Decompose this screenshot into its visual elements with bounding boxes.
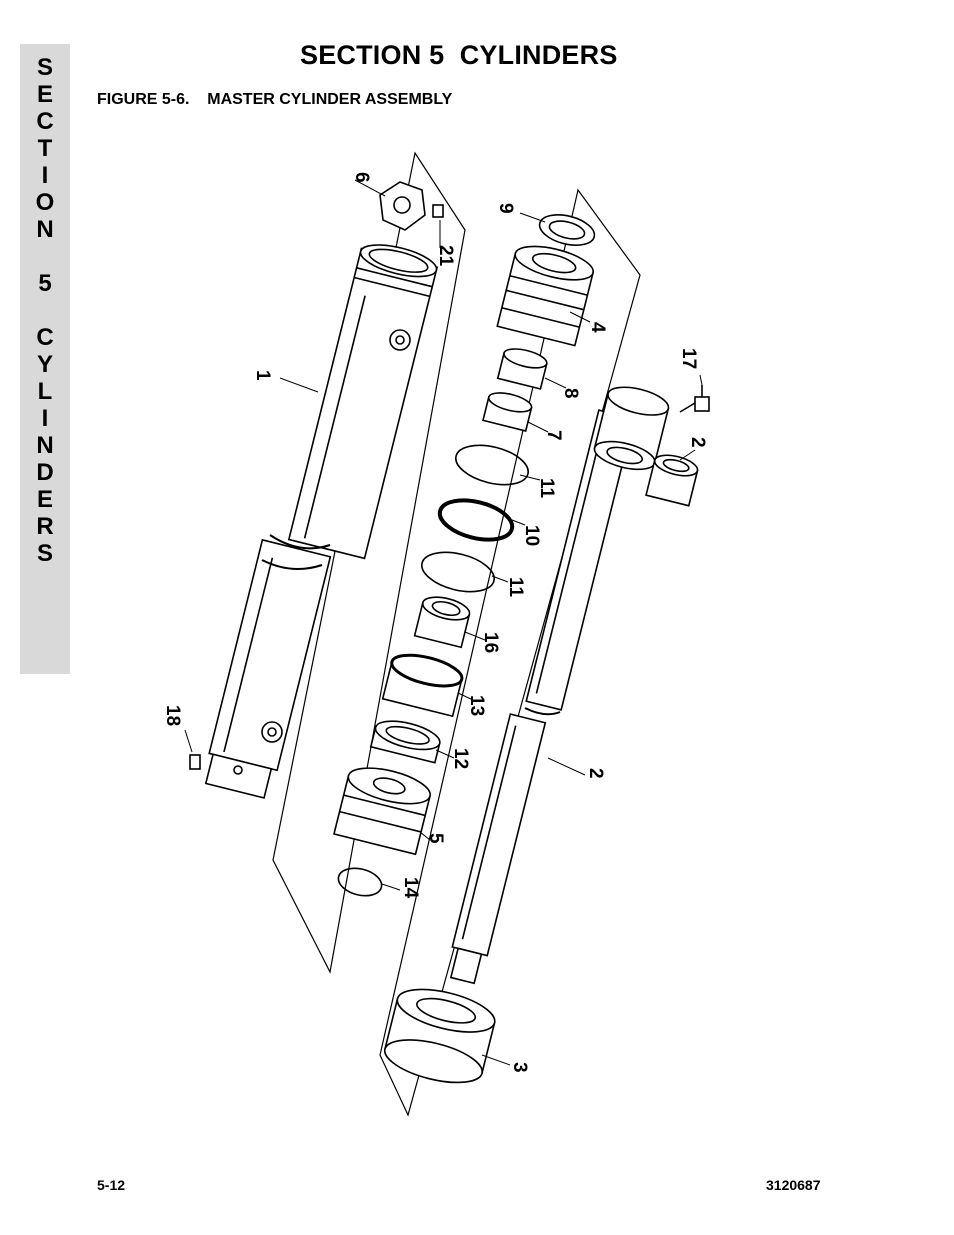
fitting-21	[432, 204, 444, 218]
callout-11-lower: 11	[505, 577, 526, 598]
callout-12: 12	[450, 748, 471, 769]
bushing-2	[645, 454, 699, 507]
grease-fitting-17	[679, 385, 710, 413]
side-tab-letter: E	[36, 486, 53, 513]
side-tab-letter: R	[36, 513, 54, 540]
piston-ring-13	[381, 653, 464, 718]
side-tab-letter: L	[37, 378, 53, 405]
bushing-16	[413, 596, 471, 649]
callout-11-upper: 11	[536, 478, 557, 499]
side-tab-letter: O	[35, 189, 55, 216]
side-tab-letter: N	[36, 432, 54, 459]
side-tab-letter: E	[36, 81, 53, 108]
side-tab-letter: C	[36, 324, 54, 351]
rod-plane	[379, 188, 641, 1117]
side-tab-letter: I	[41, 405, 49, 432]
callout-5: 5	[425, 833, 446, 844]
ring-12	[369, 720, 441, 764]
ring-11-upper	[455, 444, 529, 486]
piston-5	[333, 767, 431, 856]
callout-6: 6	[351, 172, 372, 183]
ring-10	[437, 498, 515, 542]
callout-18: 18	[162, 705, 183, 726]
seal-8	[496, 348, 548, 390]
section-side-tab: S E C T I O N 5 C Y L I N D E R S	[20, 44, 70, 674]
figure-title: FIGURE 5-6. MASTER CYLINDER ASSEMBLY	[97, 91, 453, 108]
callout-16: 16	[480, 632, 501, 653]
section-title: SECTION 5 CYLINDERS	[300, 40, 618, 70]
rod-lower	[449, 713, 547, 985]
side-tab-letter: I	[41, 162, 49, 189]
nut-6	[379, 181, 426, 231]
callout-13: 13	[466, 695, 487, 716]
side-tab-letter: D	[36, 459, 54, 486]
rod-eye	[593, 386, 670, 471]
callout-2-bushing: 2	[687, 437, 708, 448]
side-tab-letter: N	[36, 216, 54, 243]
barrel-plane	[272, 151, 466, 974]
barrel-lower	[204, 538, 332, 799]
page-number: 5-12	[97, 1177, 126, 1193]
callout-9: 9	[495, 203, 516, 214]
ring-11-lower	[421, 551, 495, 593]
callout-1: 1	[252, 370, 273, 381]
side-tab-letter: T	[37, 135, 53, 162]
callout-4: 4	[587, 322, 608, 333]
document-number: 3120687	[766, 1177, 821, 1193]
gland-nut-3	[383, 988, 496, 1084]
ring-14	[337, 867, 383, 897]
callout-14: 14	[400, 877, 421, 899]
callout-17: 17	[678, 348, 699, 369]
callout-2-rod: 2	[585, 768, 606, 779]
callout-8: 8	[560, 388, 581, 399]
barrel-upper	[287, 244, 439, 560]
side-tab-letter: S	[36, 54, 53, 81]
ring-9	[538, 214, 596, 246]
callout-7: 7	[543, 430, 564, 441]
head-4	[496, 245, 594, 347]
fitting-18	[189, 754, 201, 770]
side-tab-letter: 5	[38, 270, 52, 297]
callout-21: 21	[435, 245, 456, 267]
callout-10: 10	[521, 525, 542, 546]
side-tab-letter: Y	[36, 351, 53, 378]
callout-3: 3	[509, 1062, 530, 1073]
side-tab-letter: S	[36, 540, 53, 567]
side-tab-letter: C	[36, 108, 54, 135]
seal-7	[482, 392, 533, 432]
